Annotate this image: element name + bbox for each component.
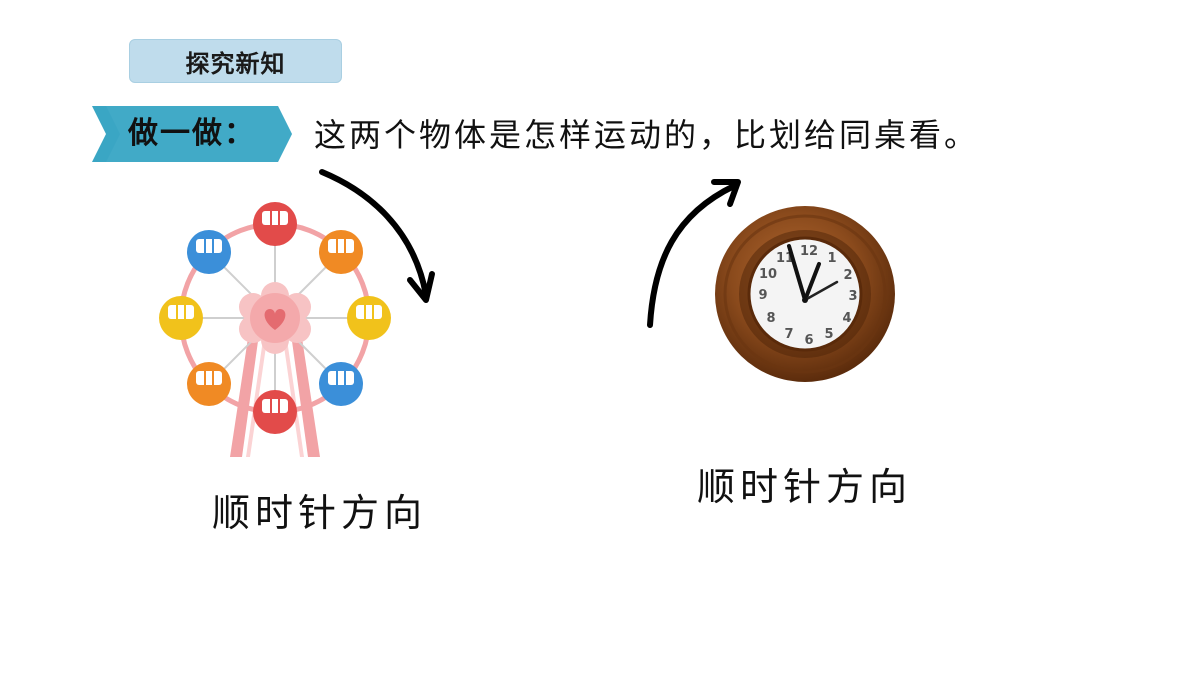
ferris-wheel-illustration	[159, 202, 391, 457]
activity-tag: 做一做：	[92, 106, 292, 162]
hour-hand	[803, 262, 821, 302]
ferris-wheel-hub	[239, 282, 311, 354]
clock-number: 10	[759, 267, 777, 282]
clock-caption: 顺时针方向	[697, 465, 913, 509]
clock-number: 3	[848, 289, 857, 304]
clock-numbers: 12 1 2 3 4 5 6 7 8 9 10 11	[758, 244, 857, 348]
clock-hands	[787, 244, 839, 302]
clock-illustration: 12 1 2 3 4 5 6 7 8 9 10 11	[715, 206, 895, 382]
ferris-wheel-caption: 顺时针方向	[212, 491, 428, 535]
gondola-right	[347, 296, 391, 340]
ferris-wheel-gondolas	[159, 202, 391, 434]
clock-number: 5	[824, 327, 833, 342]
section-title-badge: 探究新知	[129, 39, 342, 83]
clockwise-arrow-icon	[647, 179, 741, 328]
activity-tag-label: 做一做：	[128, 116, 256, 151]
gondola-left	[159, 296, 203, 340]
clock-number: 2	[843, 268, 852, 283]
clock-number: 1	[827, 251, 836, 266]
minute-hand	[787, 244, 807, 302]
instruction-text: 这两个物体是怎样运动的，比划给同桌看。	[314, 116, 980, 154]
gondola-bottom-right	[319, 362, 363, 406]
clock-number: 6	[804, 333, 813, 348]
clock-center-pin	[802, 297, 808, 303]
section-title: 探究新知	[185, 49, 286, 78]
second-hand	[803, 280, 839, 302]
clock-number: 8	[766, 311, 775, 326]
clockwise-arrow-icon	[319, 169, 435, 303]
heart-icon	[264, 309, 286, 330]
clock-number: 9	[758, 288, 767, 303]
gondola-top-right	[319, 230, 363, 274]
clock-number: 12	[800, 244, 818, 259]
gondola-top	[253, 202, 297, 246]
activity-tag-shape	[92, 106, 292, 162]
gondola-bottom-left	[187, 362, 231, 406]
gondola-top-left	[187, 230, 231, 274]
gondola-bottom	[253, 390, 297, 434]
clock-number: 7	[784, 327, 793, 342]
clock-number: 4	[842, 311, 851, 326]
